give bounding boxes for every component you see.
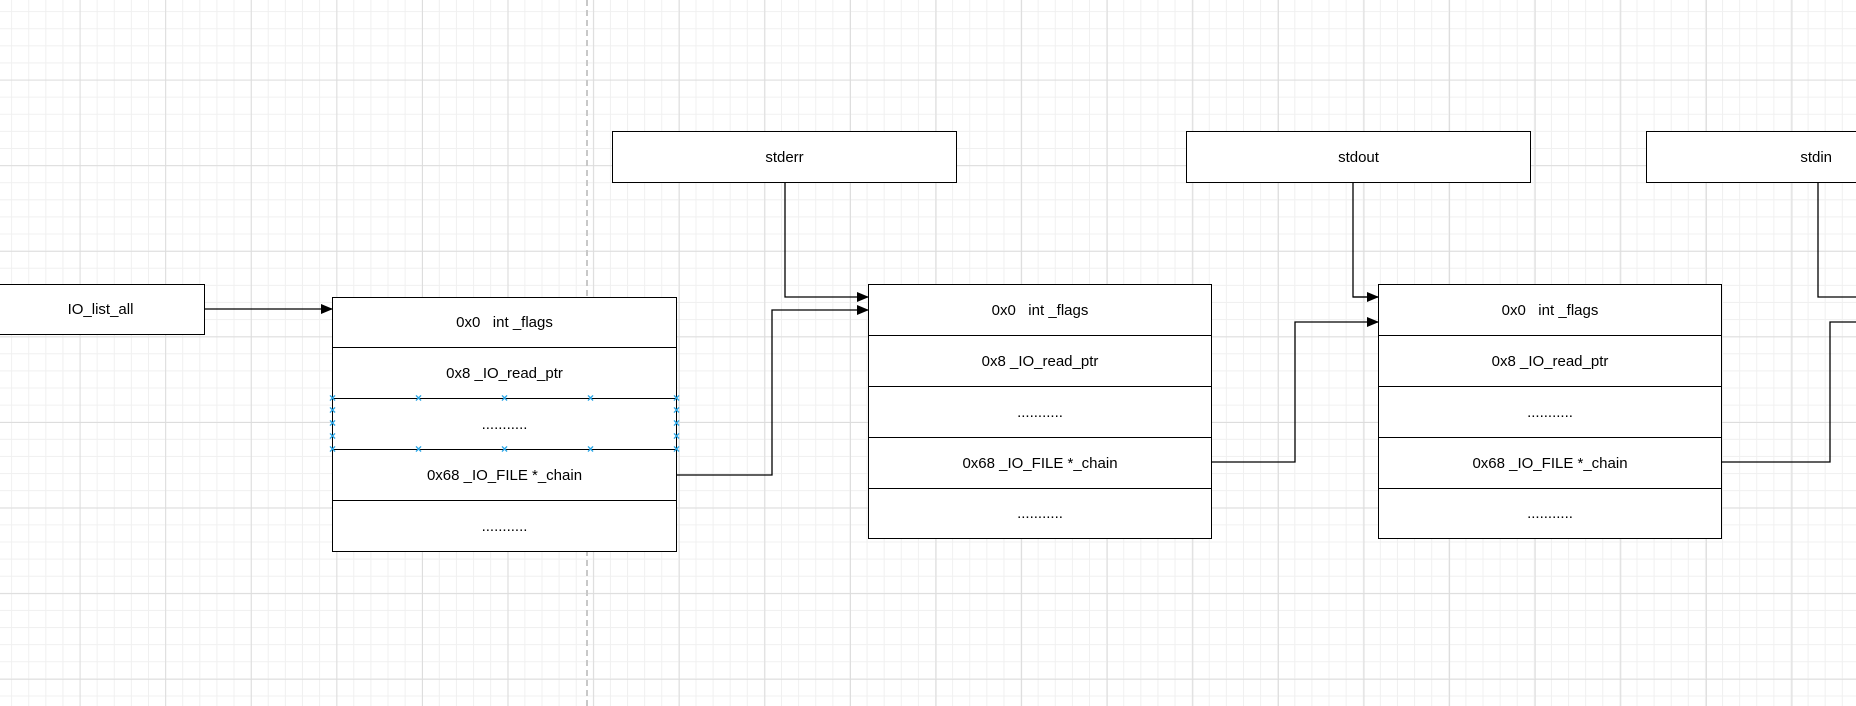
stdout-row-flags[interactable]: 0x0 int _flags [1378,284,1722,336]
selection-handle[interactable]: × [672,403,680,417]
selection-handle[interactable]: × [500,442,508,456]
io-list-all-box[interactable]: IO_list_all [0,284,205,335]
connector-stderr-chain-to-stdout[interactable] [1212,317,1379,463]
selection-handle[interactable]: × [414,391,422,405]
stdin-label-box[interactable]: stdin [1646,131,1856,183]
selection-handle[interactable]: × [328,403,336,417]
stdin-label-text: stdin [1800,148,1832,166]
selection-handle[interactable]: × [328,442,336,456]
selection-handle[interactable]: × [500,391,508,405]
stderr-row-flags[interactable]: 0x0 int _flags [868,284,1212,336]
stderr-label-box[interactable]: stderr [612,131,957,183]
selection-handle[interactable]: × [328,416,336,430]
connector-file-chain-to-stderr[interactable] [677,305,869,476]
connector-stdout-label[interactable] [1352,183,1378,298]
file-a-row-flags[interactable]: 0x0 int _flags [332,297,677,348]
stdout-row-ellipsis[interactable]: ........... [1378,386,1722,438]
stdout-row-ellipsis-bottom[interactable]: ........... [1378,488,1722,539]
selection-handle[interactable]: × [328,429,336,443]
connector-stderr-label[interactable] [784,183,869,302]
selection-handle[interactable]: × [414,442,422,456]
connector-stdin-label[interactable] [1817,183,1856,298]
stderr-row-chain[interactable]: 0x68 _IO_FILE *_chain [868,437,1212,489]
file-a-row-ellipsis-selected[interactable]: ........... [332,398,677,450]
selection-handle[interactable]: × [672,391,680,405]
selection-handle[interactable]: × [672,416,680,430]
selection-handle[interactable]: × [672,442,680,456]
file-a-row-chain[interactable]: 0x68 _IO_FILE *_chain [332,449,677,501]
stdout-row-read-ptr[interactable]: 0x8 _IO_read_ptr [1378,335,1722,387]
file-a-row-ellipsis-bottom[interactable]: ........... [332,500,677,552]
connector-stdout-chain-to-stdin[interactable] [1722,321,1856,463]
stderr-row-ellipsis[interactable]: ........... [868,386,1212,438]
selection-handle[interactable]: × [328,391,336,405]
selection-handle[interactable]: × [672,429,680,443]
stdout-row-chain[interactable]: 0x68 _IO_FILE *_chain [1378,437,1722,489]
selection-handle[interactable]: × [586,442,594,456]
stdout-label-box[interactable]: stdout [1186,131,1531,183]
selection-handle[interactable]: × [586,391,594,405]
stderr-row-read-ptr[interactable]: 0x8 _IO_read_ptr [868,335,1212,387]
stderr-row-ellipsis-bottom[interactable]: ........... [868,488,1212,539]
